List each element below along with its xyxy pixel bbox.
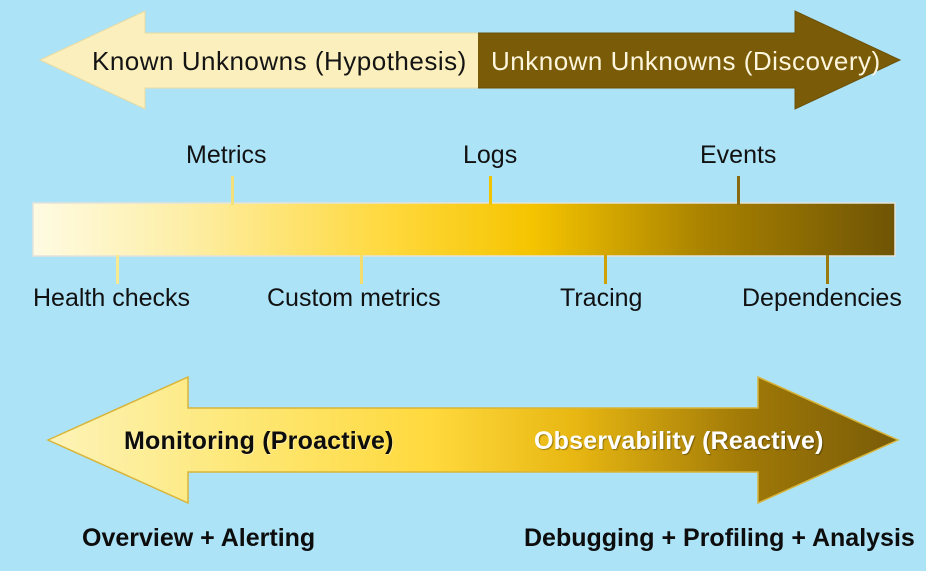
scale-label-metrics: Metrics: [186, 141, 267, 169]
tick-events: [737, 176, 740, 205]
top-arrow-right-label: Unknown Unknowns (Discovery): [491, 46, 881, 76]
top-arrow-left-half: [38, 10, 478, 110]
top-arrow-right-half: [478, 10, 902, 110]
bottom-arrow-left-label: Monitoring (Proactive): [124, 427, 394, 455]
tick-tracing: [604, 255, 607, 284]
scale-label-tracing: Tracing: [560, 284, 643, 312]
tick-logs: [489, 176, 492, 205]
scale-label-logs: Logs: [463, 141, 518, 169]
scale-label-custom-metrics: Custom metrics: [267, 284, 441, 312]
gradient-bar: [32, 202, 896, 257]
footer-label-right: Debugging + Profiling + Analysis: [524, 524, 915, 552]
scale-label-dependencies: Dependencies: [742, 284, 902, 312]
top-arrow-shape: [38, 10, 902, 110]
tick-custom-metrics: [360, 255, 363, 284]
bottom-arrow-shape: [46, 375, 900, 505]
tick-metrics: [231, 176, 234, 205]
footer-label-left: Overview + Alerting: [82, 524, 316, 552]
scale-label-events: Events: [700, 141, 777, 169]
bottom-arrow-right-label: Observability (Reactive): [534, 427, 824, 455]
scale-label-health-checks: Health checks: [33, 284, 191, 312]
top-arrow-left-label: Known Unknowns (Hypothesis): [92, 46, 467, 76]
tick-health-checks: [116, 255, 119, 284]
tick-dependencies: [826, 255, 829, 284]
